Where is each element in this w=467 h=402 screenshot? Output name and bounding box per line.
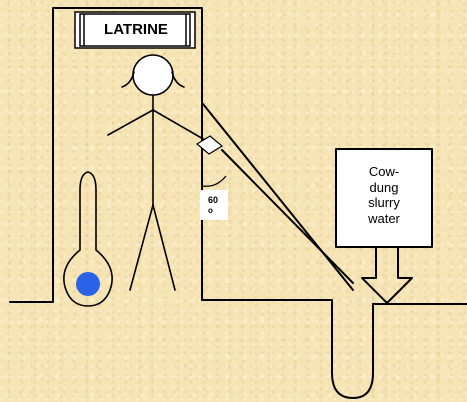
cowdung-box	[335, 148, 433, 248]
inlet-arrow	[361, 246, 413, 304]
figure-hair-left	[121, 71, 135, 88]
seat-shape	[63, 171, 113, 307]
cowdung-line-3: slurry	[368, 195, 400, 210]
paper-item	[195, 135, 224, 155]
blue-dot	[76, 272, 100, 296]
stick-figure	[107, 54, 206, 291]
latrine-label: LATRINE	[104, 21, 168, 38]
figure-head	[132, 54, 174, 96]
figure-leg-left	[129, 204, 154, 291]
figure-arm-left	[107, 109, 154, 136]
cowdung-line-1: Cow-	[368, 164, 400, 179]
cowdung-line-2: dung	[369, 179, 399, 195]
digester-pit	[331, 299, 374, 399]
cowdung-slurry-label: Cow- dung slurry water	[338, 164, 430, 226]
angle-label-bg	[200, 190, 228, 220]
latrine-sign	[74, 11, 196, 49]
pipe-angle-value: 60	[208, 195, 219, 205]
angle-arc	[202, 175, 227, 187]
inclined-pipe-lower-wall	[221, 149, 354, 284]
figure-leg-right	[152, 204, 176, 291]
cowdung-line-4: water	[368, 210, 400, 226]
pipe-angle-label: 60 o	[202, 193, 224, 215]
figure-hair-right	[171, 71, 185, 88]
pipe-angle-degree: o	[208, 206, 213, 215]
figure-arm-right	[152, 109, 206, 141]
latrine-wall-left	[9, 7, 203, 303]
